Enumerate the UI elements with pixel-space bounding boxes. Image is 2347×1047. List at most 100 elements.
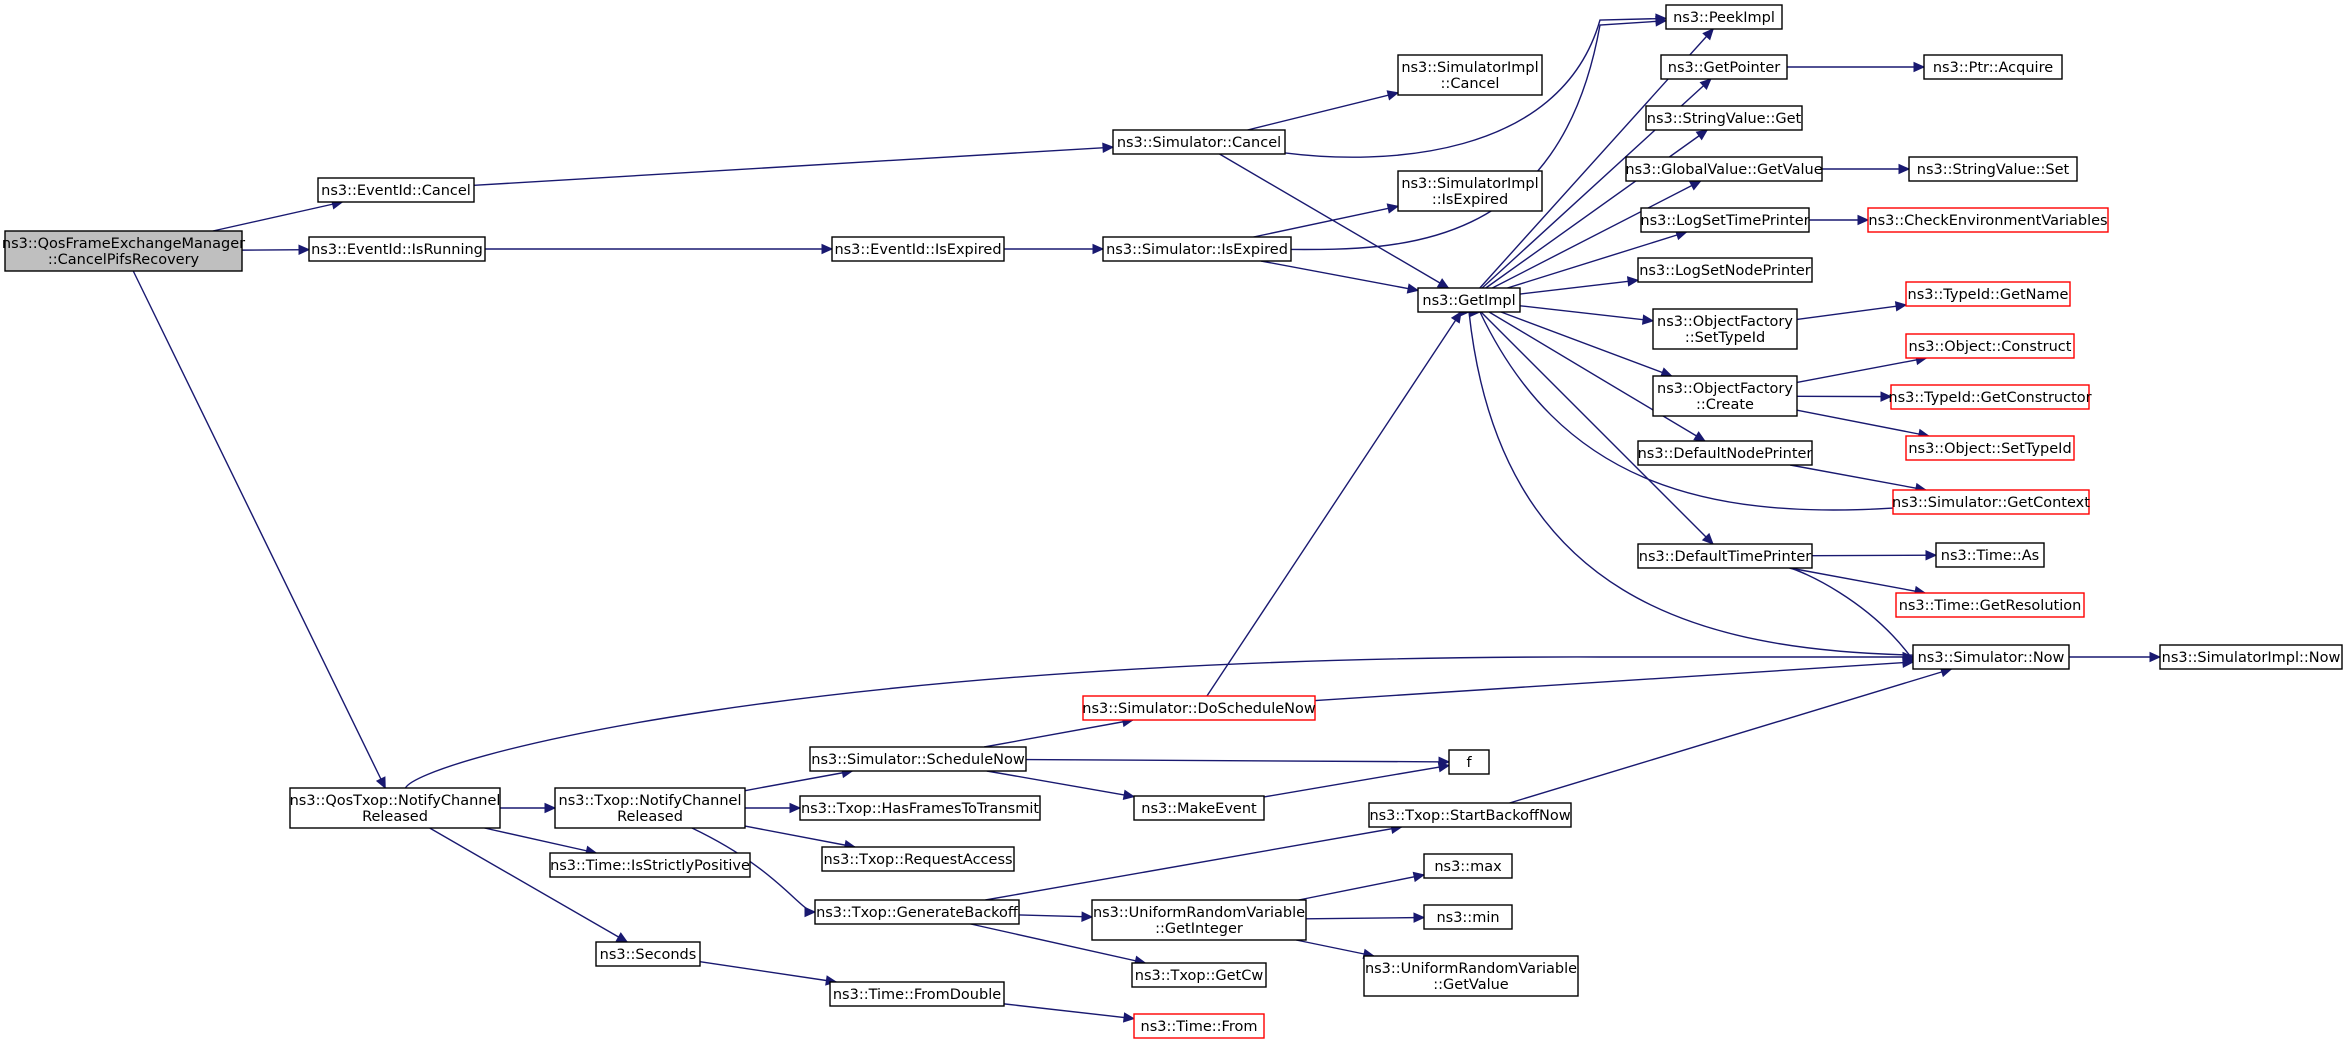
node-min[interactable]: ns3::min — [1423, 904, 1513, 930]
node-max[interactable]: ns3::max — [1423, 853, 1513, 879]
node-root[interactable]: ns3::QosFrameExchangeManager::CancelPifs… — [2, 230, 245, 272]
node-box-ofSetTypeId[interactable] — [1652, 308, 1798, 350]
node-box-simImplNow[interactable] — [2159, 644, 2343, 670]
node-box-simNow[interactable] — [1912, 644, 2070, 670]
node-box-getPointer[interactable] — [1660, 54, 1788, 80]
node-seconds[interactable]: ns3::Seconds — [595, 941, 701, 967]
node-objSetTypeId[interactable]: ns3::Object::SetTypeId — [1905, 435, 2075, 461]
node-box-stringValueGet[interactable] — [1645, 105, 1803, 131]
node-box-timeFrom[interactable] — [1133, 1013, 1265, 1039]
node-box-simImplIsExpired[interactable] — [1397, 170, 1543, 212]
node-box-defNodePrinter[interactable] — [1637, 440, 1813, 466]
node-box-qosNotify[interactable] — [289, 787, 501, 829]
node-urvGetValue[interactable]: ns3::UniformRandomVariable::GetValue — [1363, 955, 1579, 997]
node-checkEnv[interactable]: ns3::CheckEnvironmentVariables — [1867, 207, 2109, 233]
node-timeFrom[interactable]: ns3::Time::From — [1133, 1013, 1265, 1039]
node-timeAs[interactable]: ns3::Time::As — [1935, 542, 2045, 568]
node-box-typeIdGetName[interactable] — [1905, 281, 2071, 307]
node-stringValueSet[interactable]: ns3::StringValue::Set — [1908, 156, 2078, 182]
node-typeIdGetCtor[interactable]: ns3::TypeId::GetConstructor — [1888, 384, 2092, 410]
node-typeIdGetName[interactable]: ns3::TypeId::GetName — [1905, 281, 2071, 307]
node-box-getImpl[interactable] — [1417, 287, 1521, 313]
node-hasFrames[interactable]: ns3::Txop::HasFramesToTransmit — [799, 795, 1041, 821]
node-simSchedNow[interactable]: ns3::Simulator::ScheduleNow — [809, 746, 1027, 772]
node-box-logSetTime[interactable] — [1640, 207, 1810, 233]
node-box-txopNotify[interactable] — [554, 787, 746, 829]
node-eventCancel[interactable]: ns3::EventId::Cancel — [317, 177, 475, 203]
node-box-stringValueSet[interactable] — [1908, 156, 2078, 182]
node-box-eventIsExpired[interactable] — [831, 236, 1005, 262]
node-requestAccess[interactable]: ns3::Txop::RequestAccess — [821, 846, 1015, 872]
node-box-urvGetInt[interactable] — [1091, 899, 1307, 941]
node-getPointer[interactable]: ns3::GetPointer — [1660, 54, 1788, 80]
node-ofCreate[interactable]: ns3::ObjectFactory::Create — [1652, 375, 1798, 417]
node-box-simDoSchedNow[interactable] — [1082, 695, 1316, 721]
node-timeFromDouble[interactable]: ns3::Time::FromDouble — [829, 981, 1005, 1007]
node-logSetTime[interactable]: ns3::LogSetTimePrinter — [1640, 207, 1810, 233]
node-genBackoff[interactable]: ns3::Txop::GenerateBackoff — [814, 899, 1020, 925]
node-box-eventIsRunning[interactable] — [308, 236, 486, 262]
node-isStrictlyPos[interactable]: ns3::Time::IsStrictlyPositive — [549, 852, 751, 878]
node-simDoSchedNow[interactable]: ns3::Simulator::DoScheduleNow — [1082, 695, 1316, 721]
node-simGetContext[interactable]: ns3::Simulator::GetContext — [1892, 489, 2090, 515]
node-eventIsExpired[interactable]: ns3::EventId::IsExpired — [831, 236, 1005, 262]
node-box-ofCreate[interactable] — [1652, 375, 1798, 417]
node-box-min[interactable] — [1423, 904, 1513, 930]
node-box-timeGetRes[interactable] — [1895, 592, 2085, 618]
node-ptrAcquire[interactable]: ns3::Ptr::Acquire — [1923, 54, 2063, 80]
node-makeEvent[interactable]: ns3::MakeEvent — [1133, 795, 1265, 821]
node-box-objSetTypeId[interactable] — [1905, 435, 2075, 461]
node-simCancel[interactable]: ns3::Simulator::Cancel — [1112, 129, 1286, 155]
node-stringValueGet[interactable]: ns3::StringValue::Get — [1645, 105, 1803, 131]
node-box-logSetNode[interactable] — [1637, 257, 1813, 283]
node-box-startBackoff[interactable] — [1368, 802, 1572, 828]
node-simImplNow[interactable]: ns3::SimulatorImpl::Now — [2159, 644, 2343, 670]
node-ofSetTypeId[interactable]: ns3::ObjectFactory::SetTypeId — [1652, 308, 1798, 350]
node-simImplCancel[interactable]: ns3::SimulatorImpl::Cancel — [1397, 54, 1543, 96]
node-box-genBackoff[interactable] — [814, 899, 1020, 925]
node-box-timeAs[interactable] — [1935, 542, 2045, 568]
node-timeGetRes[interactable]: ns3::Time::GetResolution — [1895, 592, 2085, 618]
node-startBackoff[interactable]: ns3::Txop::StartBackoffNow — [1368, 802, 1572, 828]
node-box-peekImpl[interactable] — [1665, 4, 1783, 30]
node-peekImpl[interactable]: ns3::PeekImpl — [1665, 4, 1783, 30]
node-box-simCancel[interactable] — [1112, 129, 1286, 155]
node-globalGetValue[interactable]: ns3::GlobalValue::GetValue — [1625, 156, 1823, 182]
node-box-max[interactable] — [1423, 853, 1513, 879]
node-box-seconds[interactable] — [595, 941, 701, 967]
node-box-typeIdGetCtor[interactable] — [1890, 384, 2090, 410]
node-box-isStrictlyPos[interactable] — [549, 852, 751, 878]
node-box-globalGetValue[interactable] — [1625, 156, 1823, 182]
node-box-simGetContext[interactable] — [1892, 489, 2090, 515]
node-simImplIsExpired[interactable]: ns3::SimulatorImpl::IsExpired — [1397, 170, 1543, 212]
node-defTimePrinter[interactable]: ns3::DefaultTimePrinter — [1637, 543, 1813, 569]
node-box-objConstruct[interactable] — [1905, 333, 2075, 359]
node-simNow[interactable]: ns3::Simulator::Now — [1912, 644, 2070, 670]
node-getImpl[interactable]: ns3::GetImpl — [1417, 287, 1521, 313]
node-urvGetInt[interactable]: ns3::UniformRandomVariable::GetInteger — [1091, 899, 1307, 941]
node-box-requestAccess[interactable] — [821, 846, 1015, 872]
node-simIsExpired[interactable]: ns3::Simulator::IsExpired — [1102, 236, 1292, 262]
node-box-ptrAcquire[interactable] — [1923, 54, 2063, 80]
node-box-checkEnv[interactable] — [1867, 207, 2109, 233]
node-box-urvGetValue[interactable] — [1363, 955, 1579, 997]
node-box-hasFrames[interactable] — [799, 795, 1041, 821]
node-box-timeFromDouble[interactable] — [829, 981, 1005, 1007]
node-box-simImplCancel[interactable] — [1397, 54, 1543, 96]
node-logSetNode[interactable]: ns3::LogSetNodePrinter — [1637, 257, 1813, 283]
node-box-simSchedNow[interactable] — [809, 746, 1027, 772]
node-defNodePrinter[interactable]: ns3::DefaultNodePrinter — [1637, 440, 1813, 466]
node-box-f[interactable] — [1448, 749, 1490, 775]
node-box-eventCancel[interactable] — [317, 177, 475, 203]
node-box-simIsExpired[interactable] — [1102, 236, 1292, 262]
node-objConstruct[interactable]: ns3::Object::Construct — [1905, 333, 2075, 359]
node-eventIsRunning[interactable]: ns3::EventId::IsRunning — [308, 236, 486, 262]
node-f[interactable]: f — [1448, 749, 1490, 775]
node-box-defTimePrinter[interactable] — [1637, 543, 1813, 569]
node-getCw[interactable]: ns3::Txop::GetCw — [1131, 962, 1267, 988]
node-box-makeEvent[interactable] — [1133, 795, 1265, 821]
node-box-getCw[interactable] — [1131, 962, 1267, 988]
node-box-root[interactable] — [4, 230, 243, 272]
